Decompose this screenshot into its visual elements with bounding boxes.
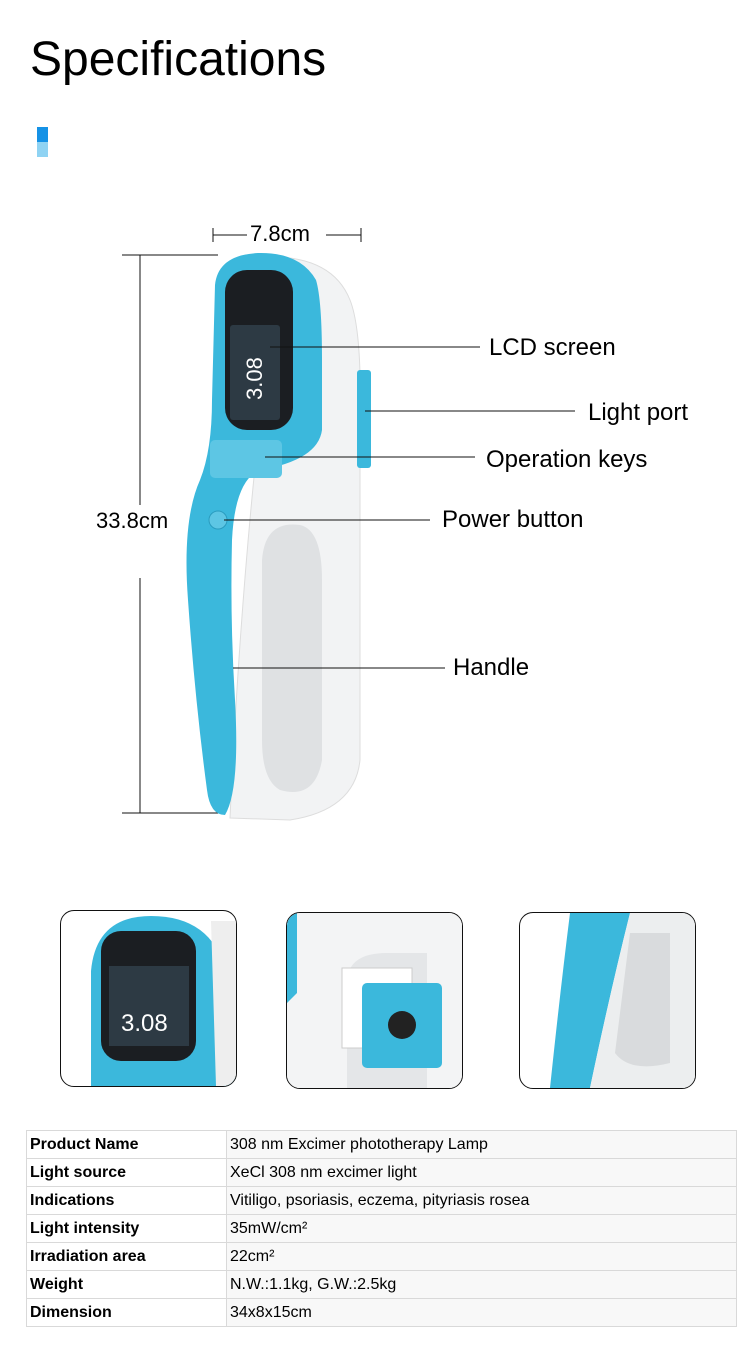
thumbnail-light-port bbox=[286, 912, 463, 1089]
callout-light-port: Light port bbox=[588, 399, 689, 426]
accent-mark-light bbox=[37, 142, 48, 157]
spec-value: 22cm² bbox=[226, 1242, 737, 1271]
width-dimension: 7.8cm bbox=[250, 221, 310, 246]
spec-label: Indications bbox=[26, 1186, 227, 1215]
spec-label: Irradiation area bbox=[26, 1242, 227, 1271]
spec-label: Product Name bbox=[26, 1130, 227, 1159]
thumb-screen-value: 3.08 bbox=[121, 1010, 168, 1037]
spec-label: Light intensity bbox=[26, 1214, 227, 1243]
spec-value: N.W.:1.1kg, G.W.:2.5kg bbox=[226, 1270, 737, 1299]
callout-power-button: Power button bbox=[442, 506, 584, 533]
callout-handle: Handle bbox=[453, 654, 530, 681]
spec-label: Light source bbox=[26, 1158, 227, 1187]
accent-mark bbox=[37, 127, 48, 142]
thumbnail-screen-closeup: 3.08 bbox=[60, 910, 237, 1087]
device-illustration: 3.08 bbox=[122, 228, 575, 821]
spec-value: XeCl 308 nm excimer light bbox=[226, 1158, 737, 1187]
spec-value: 35mW/cm² bbox=[226, 1214, 737, 1243]
callout-lcd-screen: LCD screen bbox=[489, 334, 616, 361]
spec-value: Vitiligo, psoriasis, eczema, pityriasis … bbox=[226, 1186, 737, 1215]
spec-value: 308 nm Excimer phototherapy Lamp bbox=[226, 1130, 737, 1159]
page-title: Specifications bbox=[30, 33, 327, 86]
spec-label: Weight bbox=[26, 1270, 227, 1299]
dimension-lines bbox=[122, 228, 362, 814]
device-screen-value: 3.08 bbox=[242, 357, 267, 400]
height-dimension: 33.8cm bbox=[96, 508, 169, 533]
callout-lines bbox=[224, 346, 575, 669]
spec-value: 34x8x15cm bbox=[226, 1298, 737, 1327]
spec-label: Dimension bbox=[26, 1298, 227, 1327]
thumbnail-handle bbox=[519, 912, 696, 1089]
callout-operation-keys: Operation keys bbox=[486, 446, 648, 473]
